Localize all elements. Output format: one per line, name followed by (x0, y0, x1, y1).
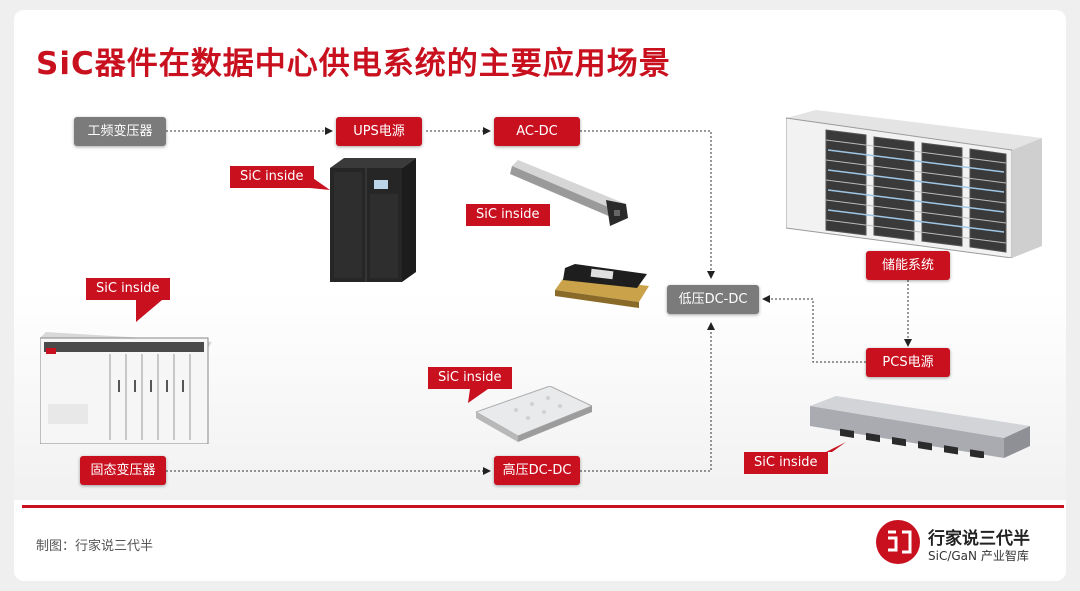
acdc-module-image (510, 160, 628, 226)
logo-mark-icon (876, 520, 920, 564)
transformer-node: 工频变压器 (74, 117, 166, 146)
tag-pointer (468, 389, 488, 403)
acdc-node: AC-DC (494, 117, 580, 146)
sic-power-module-image (555, 264, 649, 308)
arrow-pcs-lvdcdc (762, 295, 866, 363)
sic-inside-tag: SiC inside (428, 367, 512, 389)
ups-cabinet-image (330, 158, 416, 282)
connector-lines (166, 127, 912, 475)
logo-glyph (888, 530, 912, 554)
chart-credit: 制图：行家说三代半 (36, 539, 154, 554)
diagram-card: SiC器件在数据中心供电系统的主要应用场景 (14, 10, 1066, 581)
storage-node: 储能系统 (866, 251, 950, 280)
sic-inside-tag: SiC inside (466, 204, 550, 226)
tag-pointer (310, 176, 330, 190)
sic-inside-tag: SiC inside (86, 278, 170, 300)
sst-cabinet-image (40, 332, 212, 444)
hvdcdc-node: 高压DC-DC (494, 456, 580, 485)
energy-storage-image (786, 110, 1042, 258)
pcs-node: PCS电源 (866, 348, 950, 377)
tag-pointer (526, 204, 548, 216)
arrow-acdc-lvdcdc (580, 130, 715, 279)
hvdcdc-module-image (476, 386, 592, 442)
pcs-unit-image (810, 396, 1030, 458)
page-title: SiC器件在数据中心供电系统的主要应用场景 (36, 46, 671, 82)
ups-node: UPS电源 (336, 117, 422, 146)
tag-pointer (136, 300, 162, 322)
sic-inside-tag: SiC inside (744, 452, 828, 474)
tag-pointer (826, 442, 846, 452)
sic-inside-tag: SiC inside (230, 166, 314, 188)
divider-line (22, 505, 1064, 508)
arrow-hvdcdc-lvdcdc (580, 322, 715, 472)
sst-node: 固态变压器 (80, 456, 166, 485)
lvdcdc-node: 低压DC-DC (667, 285, 759, 314)
logo-subtitle: SiC/GaN 产业智库 (928, 549, 1029, 563)
logo-name: 行家说三代半 (928, 529, 1030, 549)
